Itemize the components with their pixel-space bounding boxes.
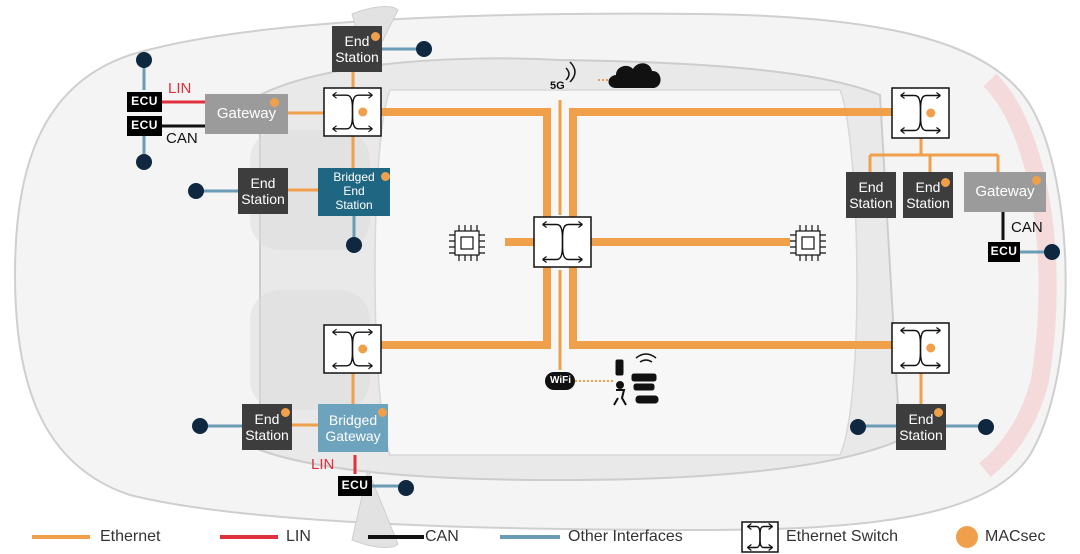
ethernet-switch-icon (891, 322, 950, 374)
macsec-dot (1032, 176, 1041, 185)
ethernet-switch-icon (533, 216, 592, 268)
legend-ethernet-switch: Ethernet Switch (786, 528, 899, 545)
ecu-can: ECU (127, 116, 162, 136)
wifi-icon (545, 372, 575, 390)
ethernet-switches (323, 87, 950, 374)
cloud-icon (608, 63, 661, 88)
bridged-end-station-label: Bridged (333, 170, 375, 185)
macsec-dot (381, 172, 390, 181)
legend-macsec: MACsec (985, 528, 1046, 545)
ecu-label: ECU (990, 244, 1018, 259)
bridged-end-station-label: Station (335, 197, 373, 212)
bridged-gateway: Bridged Gateway (318, 404, 388, 452)
end-station-left: End Station (238, 168, 288, 214)
lin-links (162, 100, 357, 474)
end-station-label: End (908, 410, 934, 427)
ecu-lin: ECU (127, 92, 162, 112)
lin-label: LIN (311, 456, 335, 473)
end-station-label: Station (849, 195, 893, 211)
macsec-dot (281, 408, 290, 417)
ethernet-switch-icon (891, 87, 950, 139)
legend-ethernet: Ethernet (100, 528, 161, 545)
end-station-label: End (250, 174, 276, 191)
end-station-label: Station (906, 195, 950, 211)
gateway-label: Gateway (216, 105, 277, 123)
macsec-dot (941, 178, 950, 187)
macsec-dot (934, 408, 943, 417)
end-station-label: Station (241, 191, 285, 207)
five-g-label: 5G (550, 80, 565, 92)
wifi-label: WiFi (550, 375, 572, 386)
macsec-dot (371, 32, 380, 41)
end-station-label: End (344, 32, 370, 49)
ecu-right: ECU (988, 242, 1020, 262)
legend-lin: LIN (286, 528, 311, 545)
bridged-end-station: Bridged End Station (318, 168, 390, 216)
ecu-label: ECU (341, 478, 369, 493)
ecu-label: ECU (131, 94, 158, 109)
end-station-label: Station (899, 427, 943, 443)
end-station-label: End (915, 178, 941, 195)
can-label: CAN (166, 130, 198, 147)
bridged-end-station-label: End (343, 184, 365, 199)
ethernet-switch-icon (323, 324, 382, 374)
antenna-icon (565, 61, 576, 83)
end-station-label: Station (245, 427, 289, 443)
interface-nodes (136, 41, 1060, 496)
lin-label: LIN (168, 80, 192, 97)
processor-icon (449, 225, 485, 261)
end-station-label: Station (335, 49, 379, 65)
can-label: CAN (1011, 219, 1043, 236)
v2x-icon (613, 353, 659, 406)
ecu-label: ECU (131, 118, 158, 133)
legend-other-interfaces: Other Interfaces (568, 528, 683, 545)
legend-switch-icon (741, 521, 779, 553)
ecu-rear: ECU (338, 476, 372, 496)
gateway-label: Gateway (975, 183, 1035, 201)
macsec-dot (270, 98, 279, 107)
bridged-gateway-label: Bridged (328, 411, 378, 428)
bridged-gateway-label: Gateway (325, 428, 381, 444)
ethernet-switch-icon (741, 521, 779, 553)
end-station-label: End (254, 410, 280, 427)
legend-swatches (32, 526, 978, 548)
processor-icon (790, 225, 826, 261)
end-station-label: End (858, 178, 884, 195)
can-links (162, 124, 1005, 240)
ethernet-links (288, 72, 1000, 427)
ethernet-switch-icon (323, 87, 382, 137)
end-station-front-right-1: End Station (846, 172, 896, 218)
macsec-dot (378, 408, 387, 417)
legend-can: CAN (425, 528, 459, 545)
